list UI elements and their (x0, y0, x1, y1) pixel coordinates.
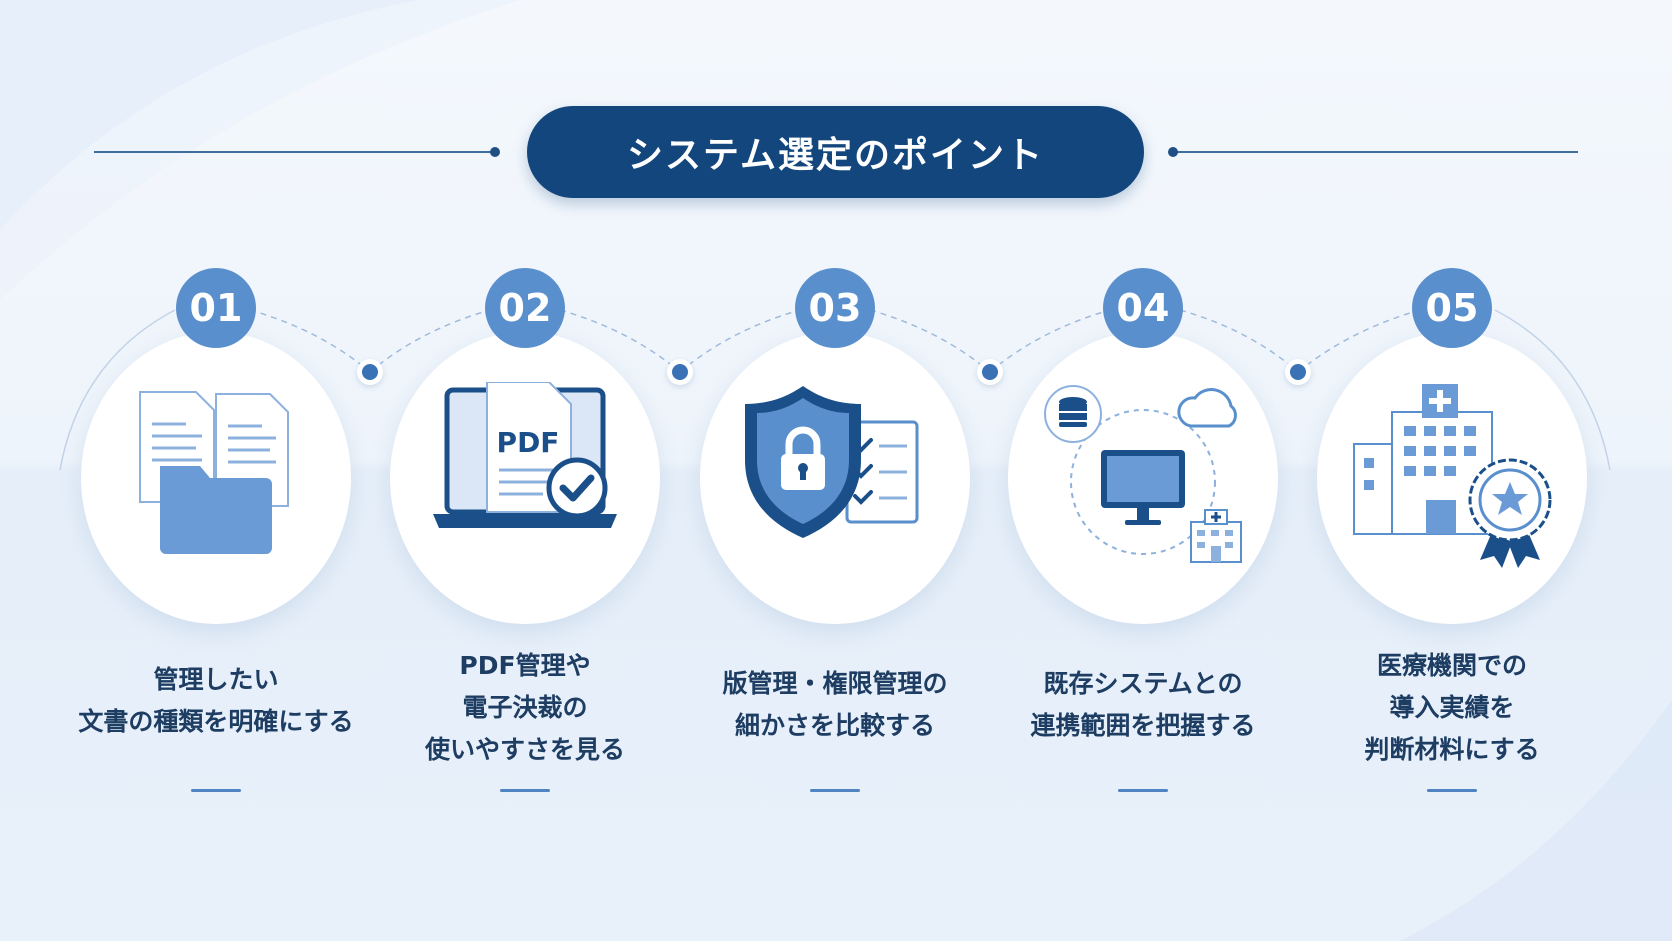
connector-node-1 (357, 359, 383, 385)
step-4-caption: 既存システムとの 連携範囲を把握する (1030, 669, 1256, 740)
step-5: 05 医療機関での 導入実績を 判断材料にする (1297, 0, 1607, 941)
hospital-award-icon (1353, 384, 1552, 568)
step-4-underline (1118, 789, 1168, 792)
step-1: 01 管理したい 文書の種類を明確にする (61, 0, 371, 941)
system-integration-icon (1044, 385, 1242, 563)
step-4-circle (1008, 332, 1278, 624)
svg-text:PDF: PDF (497, 426, 560, 459)
header-line-right (1168, 147, 1578, 157)
step-1-number-badge: 01 (176, 268, 256, 348)
step-3-number-badge: 03 (795, 268, 875, 348)
page-title: システム選定のポイント (527, 106, 1144, 198)
header-line-left (94, 147, 500, 157)
step-2: PDF 02 PDF管理や 電子決裁の 使いやすさを見る (370, 0, 680, 941)
step-4-number-badge: 04 (1103, 268, 1183, 348)
step-3: 03 版管理・権限管理の 細かさを比較する (680, 0, 990, 941)
step-3-underline (810, 789, 860, 792)
shield-lock-checklist-icon (745, 386, 919, 538)
connector-node-4 (1285, 359, 1311, 385)
step-5-number-badge: 05 (1412, 268, 1492, 348)
step-2-caption: PDF管理や 電子決裁の 使いやすさを見る (424, 651, 625, 764)
step-1-caption: 管理したい 文書の種類を明確にする (78, 665, 354, 736)
step-3-caption: 版管理・権限管理の 細かさを比較する (722, 669, 948, 740)
documents-folder-icon (139, 391, 289, 554)
laptop-pdf-check-icon: PDF (433, 382, 617, 528)
step-3-circle (700, 332, 970, 624)
step-5-underline (1427, 789, 1477, 792)
step-1-underline (191, 789, 241, 792)
connector-node-3 (977, 359, 1003, 385)
step-2-circle: PDF (390, 332, 660, 624)
step-2-underline (500, 789, 550, 792)
step-2-number-badge: 02 (485, 268, 565, 348)
connector-node-2 (667, 359, 693, 385)
step-5-caption: 医療機関での 導入実績を 判断材料にする (1364, 651, 1540, 764)
step-4: 04 既存システムとの 連携範囲を把握する (988, 0, 1298, 941)
step-1-circle (81, 332, 351, 624)
step-5-circle (1317, 332, 1587, 624)
